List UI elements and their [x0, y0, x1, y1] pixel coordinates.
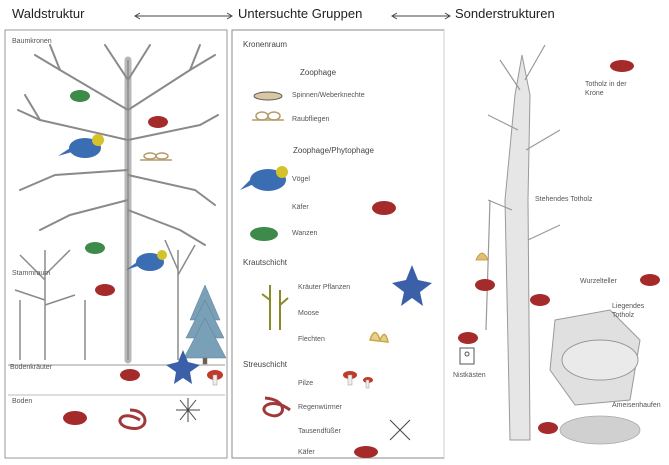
fern-icon — [262, 285, 288, 330]
row-earthworms: Regenwürmer — [298, 404, 342, 411]
label-lying-deadwood: Liegendes Totholz — [612, 302, 662, 320]
bird-icon-left-top — [58, 134, 104, 158]
zone-label-canopy: Baumkronen — [12, 38, 52, 45]
row-spiders: Spinnen/Weberknechte — [292, 92, 365, 99]
small-tree-right — [165, 240, 195, 360]
zone-label-soil: Boden — [12, 398, 32, 405]
row-lichens: Flechten — [298, 336, 325, 343]
row-bugs: Wanzen — [292, 230, 317, 237]
nest-box-icon — [460, 348, 474, 364]
earthworm-icon-center — [264, 398, 290, 416]
label-deadwood-crown: Totholz in der Krone — [585, 80, 645, 98]
millipede-icon — [390, 420, 410, 440]
row-beetles-soil: Käfer — [298, 449, 315, 456]
bird-icon-left-mid — [126, 250, 167, 271]
row-millipedes: Tausendfüßer — [298, 428, 341, 435]
row-robber-flies: Raubfliegen — [292, 116, 329, 123]
zone-label-herb-layer: Bodenkräuter — [10, 364, 52, 371]
row-fungi: Pilze — [298, 380, 313, 387]
section-title-canopy: Kronenraum — [243, 40, 287, 49]
small-tree-left — [15, 250, 85, 360]
dead-tree — [505, 55, 530, 440]
subtitle-zoo-phytophage: Zoophage/Phytophage — [293, 146, 374, 155]
subtitle-zoophage: Zoophage — [300, 68, 336, 77]
row-herb-plants: Kräuter Pflanzen — [298, 284, 350, 291]
green-bug-icon-center — [250, 227, 278, 241]
bird-icon-center — [240, 166, 288, 191]
header-arrow-left — [135, 13, 232, 19]
spider-icon-left — [176, 398, 200, 422]
left-panel-border — [5, 30, 227, 458]
robber-fly-icon — [252, 112, 284, 120]
label-standing-deadwood: Stehendes Totholz — [535, 196, 592, 203]
row-beetles: Käfer — [292, 204, 309, 211]
lichen-icon — [370, 333, 388, 343]
section-title-herb-layer: Krautschicht — [243, 258, 287, 267]
section-title-litter: Streuschicht — [243, 360, 287, 369]
mushroom-icon-left — [207, 370, 223, 385]
label-ant-hill: Ameisenhaufen — [612, 402, 661, 409]
ant-hill — [560, 416, 640, 444]
mushroom-icon-center — [343, 371, 373, 388]
beetle-icon-center-1 — [372, 201, 396, 215]
log-pile — [562, 340, 638, 380]
row-mosses: Moose — [298, 310, 319, 317]
lichen-icon-right — [476, 253, 488, 260]
label-nest-boxes: Nistkästen — [453, 372, 486, 379]
conifer-tree — [184, 285, 226, 364]
big-tree — [18, 45, 218, 360]
label-root-plate: Wurzelteller — [580, 278, 617, 285]
beetle-icon-center-2 — [354, 446, 378, 458]
header-arrow-right — [392, 13, 450, 19]
row-birds: Vögel — [292, 176, 310, 183]
spider-icon-center — [254, 92, 282, 100]
zone-label-trunk: Stammraum — [12, 270, 50, 277]
earthworm-icon-left — [120, 410, 145, 428]
star-icon-center — [392, 265, 432, 306]
dragonfly-icon — [140, 153, 172, 160]
